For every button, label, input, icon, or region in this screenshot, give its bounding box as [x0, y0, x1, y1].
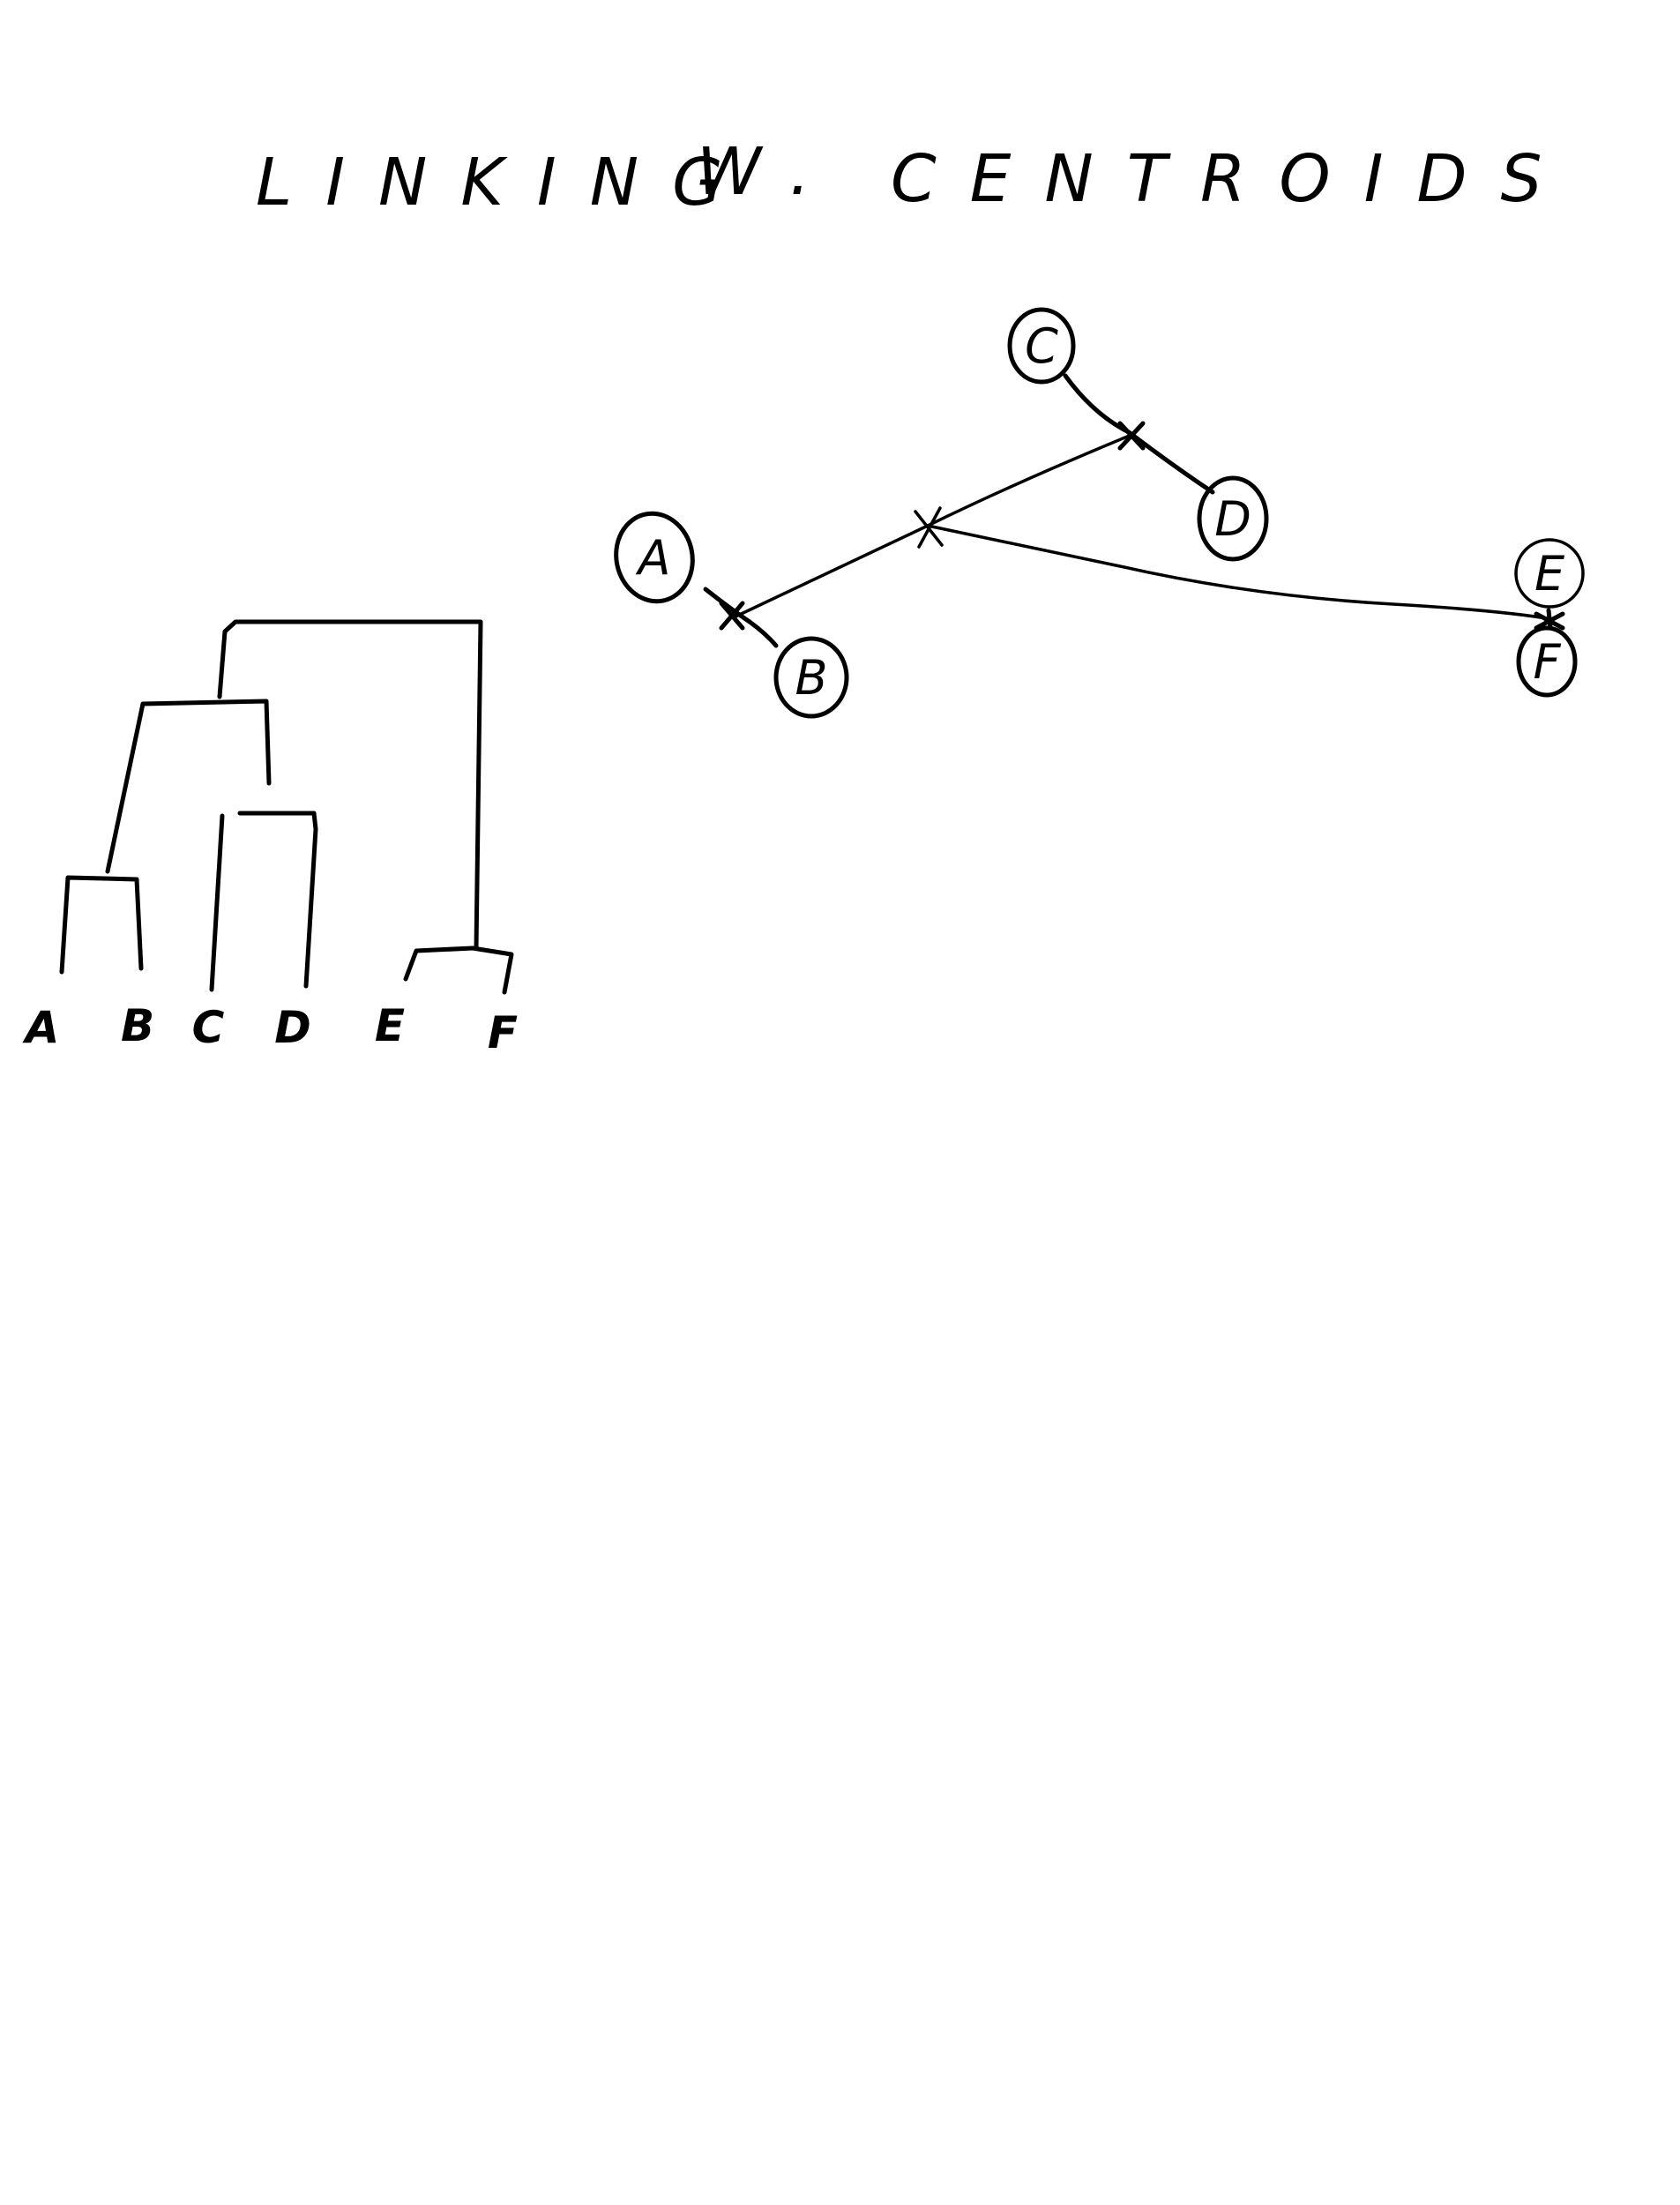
dendrogram-link-c-d [209, 813, 225, 992]
svg-text:C: C [1025, 318, 1058, 374]
dendrogram-leaf-d: D [274, 1002, 311, 1053]
dendrogram: A B C D E F [22, 619, 518, 1058]
node-b: B [773, 636, 849, 719]
centroid-ab-marker [719, 601, 745, 631]
svg-text:B: B [795, 650, 827, 706]
dendrogram-leaf-b: B [121, 1000, 154, 1051]
centroid-abcd-marker [914, 506, 944, 549]
centroid-ef-marker [1534, 611, 1565, 631]
dendrogram-link-abcd-ef [217, 619, 483, 951]
edge-c-d [1063, 373, 1215, 495]
centroid-cd-marker [1117, 421, 1146, 451]
dendrogram-leaf-f: F [488, 1007, 518, 1058]
dendrogram-link-e-f [403, 946, 514, 995]
dendrogram-leaf-e: E [375, 1000, 405, 1051]
svg-text:E: E [1534, 546, 1565, 602]
dendrogram-link-c-d-right [237, 811, 318, 989]
title-word-centroids: CENTROIDS [891, 141, 1575, 217]
svg-text:A: A [636, 530, 671, 586]
title-word-w: W. [697, 134, 844, 210]
title: LINKING W. CENTROIDS [256, 134, 1575, 220]
edge-a-b [703, 587, 779, 648]
node-d: D [1197, 475, 1269, 562]
edge-centroid-ab-to-centroid-cd [732, 433, 1133, 619]
node-e: E [1514, 538, 1585, 609]
node-a: A [614, 511, 695, 604]
svg-text:D: D [1214, 491, 1251, 547]
title-word-linking: LINKING [256, 145, 756, 220]
dendrogram-link-ab-cd [105, 699, 272, 874]
dendrogram-link-a-b [59, 875, 144, 975]
dendrogram-leaf-a: A [22, 1002, 60, 1053]
dendrogram-leaf-c: C [192, 1002, 225, 1053]
edge-centroid-abcd-to-centroid-ef [926, 524, 1554, 621]
centroid-graph: A B C D E F [614, 307, 1585, 719]
node-f: F [1516, 625, 1578, 698]
svg-text:F: F [1533, 634, 1561, 690]
node-c: C [1007, 307, 1076, 385]
